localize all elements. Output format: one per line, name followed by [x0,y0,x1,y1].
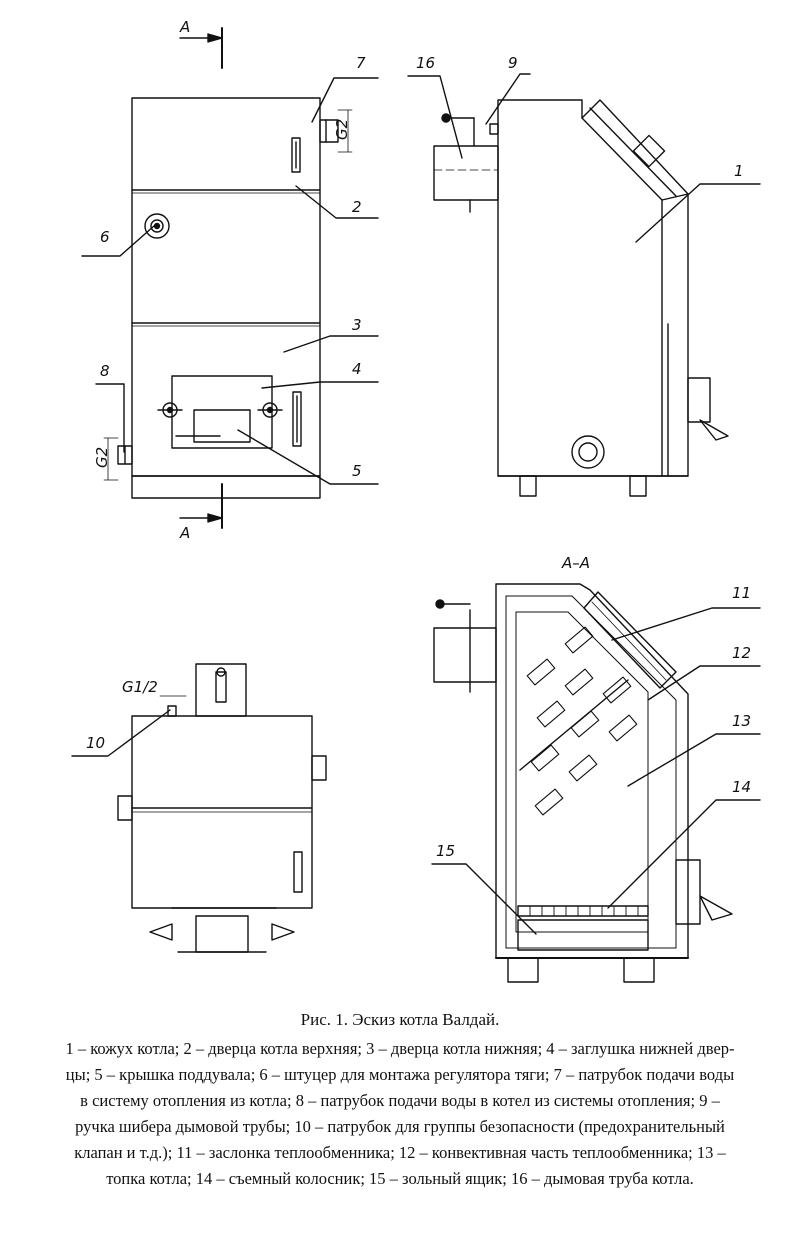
callout-7: 7 [356,54,366,72]
legend-line: ручка шибера дымовой трубы; 10 – патрубо… [75,1117,725,1136]
callout-1: 1 [734,162,744,180]
callout-2: 2 [352,198,362,216]
callout-3: 3 [352,316,362,334]
legend-line: в систему отопления из котла; 8 – патруб… [80,1091,720,1110]
figure-legend: 1 – кожух котла; 2 – дверца котла верхня… [0,1036,800,1192]
section-label-bottom: A [179,524,190,542]
callout-14: 14 [732,778,751,796]
top-view: G1/2 [71,663,327,953]
callout-12: 12 [732,644,751,662]
callout-11: 11 [732,584,751,602]
section-label-top: A [179,18,190,36]
legend-line: клапан и т.д.); 11 – заслонка теплообмен… [74,1143,726,1162]
side-view [407,73,761,497]
g1-2-label: G1/2 [122,678,158,696]
legend-line: 1 – кожух котла; 2 – дверца котла верхня… [65,1039,735,1058]
callout-16: 16 [416,54,435,72]
section-title: A–A [561,554,590,572]
legend-line: топка котла; 14 – съемный колосник; 15 –… [106,1169,694,1188]
legend-line: цы; 5 – крышка поддувала; 6 – штуцер для… [65,1065,735,1084]
callout-8: 8 [100,362,110,380]
g2-label-left: G2 [93,447,111,468]
front-view: A G2 [81,18,379,542]
callout-15: 15 [436,842,455,860]
callout-13: 13 [732,712,751,730]
figure-caption-title: Рис. 1. Эскиз котла Валдай. [300,1010,500,1029]
g2-label-top: G2 [333,119,351,140]
boiler-sketch-drawing: A G2 [71,18,761,983]
callout-4: 4 [352,360,362,378]
callout-9: 9 [508,54,518,72]
callout-5: 5 [352,462,362,480]
callout-6: 6 [100,228,110,246]
section-a-a-view: A–A [431,554,761,983]
callout-10: 10 [86,734,105,752]
